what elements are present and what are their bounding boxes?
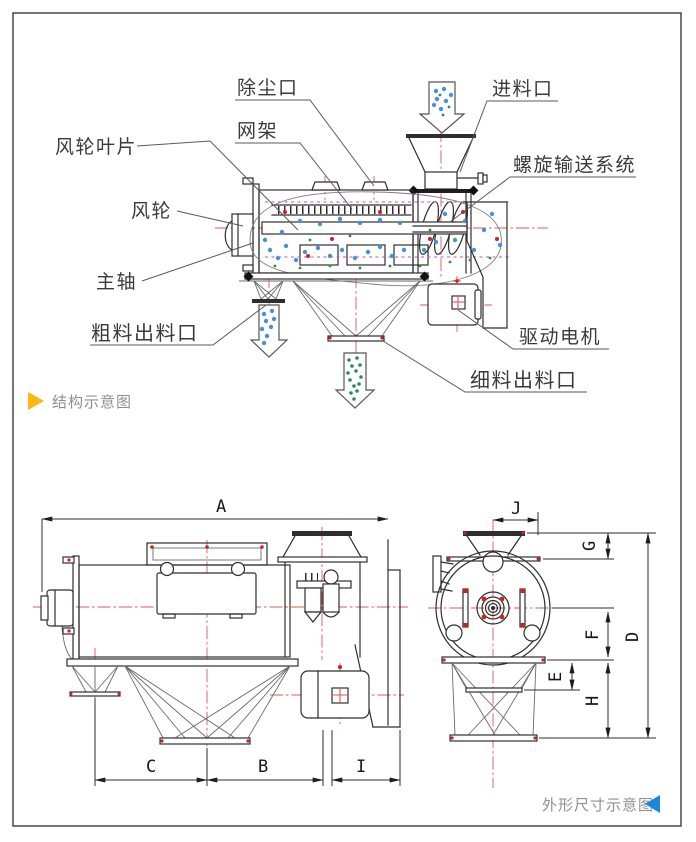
dim-letter-E: E	[546, 672, 566, 682]
structure-caption-text: 结构示意图	[52, 393, 132, 411]
label-feed-inlet: 进料口	[492, 78, 554, 100]
caption-arrow-left-icon	[645, 795, 660, 813]
structure-schematic: 除尘口 网架 进料口 风轮叶片 螺旋输送系统 风轮 主轴 粗料出料口 驱动电机 …	[28, 77, 636, 411]
label-coarse-outlet: 粗料出料口	[91, 322, 199, 345]
dim-letter-I: I	[356, 757, 366, 777]
label-dust-port: 除尘口	[237, 77, 299, 99]
dim-letter-D: D	[623, 632, 643, 642]
dimension-lines	[41, 512, 656, 786]
page-border	[12, 12, 682, 827]
label-impeller-blade: 风轮叶片	[55, 136, 137, 158]
label-impeller: 风轮	[131, 200, 172, 222]
dim-letter-C: C	[146, 757, 156, 777]
dim-letter-A: A	[216, 497, 226, 517]
leader-lines	[90, 99, 636, 393]
feed-arrow	[418, 81, 466, 134]
fine-outlet-arrow	[334, 352, 376, 409]
structure-caption: 结构示意图	[28, 392, 132, 411]
end-view	[432, 531, 551, 742]
drive-motor	[427, 277, 482, 326]
dim-letter-F: F	[583, 630, 603, 640]
machine-body	[224, 177, 511, 287]
dimension-caption: 外形尺寸示意图	[542, 795, 660, 814]
dimension-caption-text: 外形尺寸示意图	[542, 796, 654, 814]
label-screw-conveyor: 螺旋输送系统	[513, 154, 636, 176]
label-main-shaft: 主轴	[96, 271, 137, 293]
hopper-assembly	[239, 271, 433, 342]
dim-letter-G: G	[580, 541, 600, 551]
feed-funnel	[406, 134, 488, 196]
label-fine-outlet: 细料出料口	[470, 369, 578, 392]
dimension-drawing: A C B I J G F E H D 外形尺寸示意图	[33, 497, 660, 814]
coarse-outlet-arrow	[249, 304, 289, 358]
dim-letter-B: B	[258, 757, 268, 777]
caption-arrow-right-icon	[28, 392, 44, 410]
label-mesh-frame: 网架	[237, 120, 278, 142]
dim-letter-J: J	[511, 499, 521, 519]
side-view	[40, 531, 401, 745]
dim-letter-H: H	[583, 696, 603, 706]
label-drive-motor: 驱动电机	[519, 326, 601, 348]
